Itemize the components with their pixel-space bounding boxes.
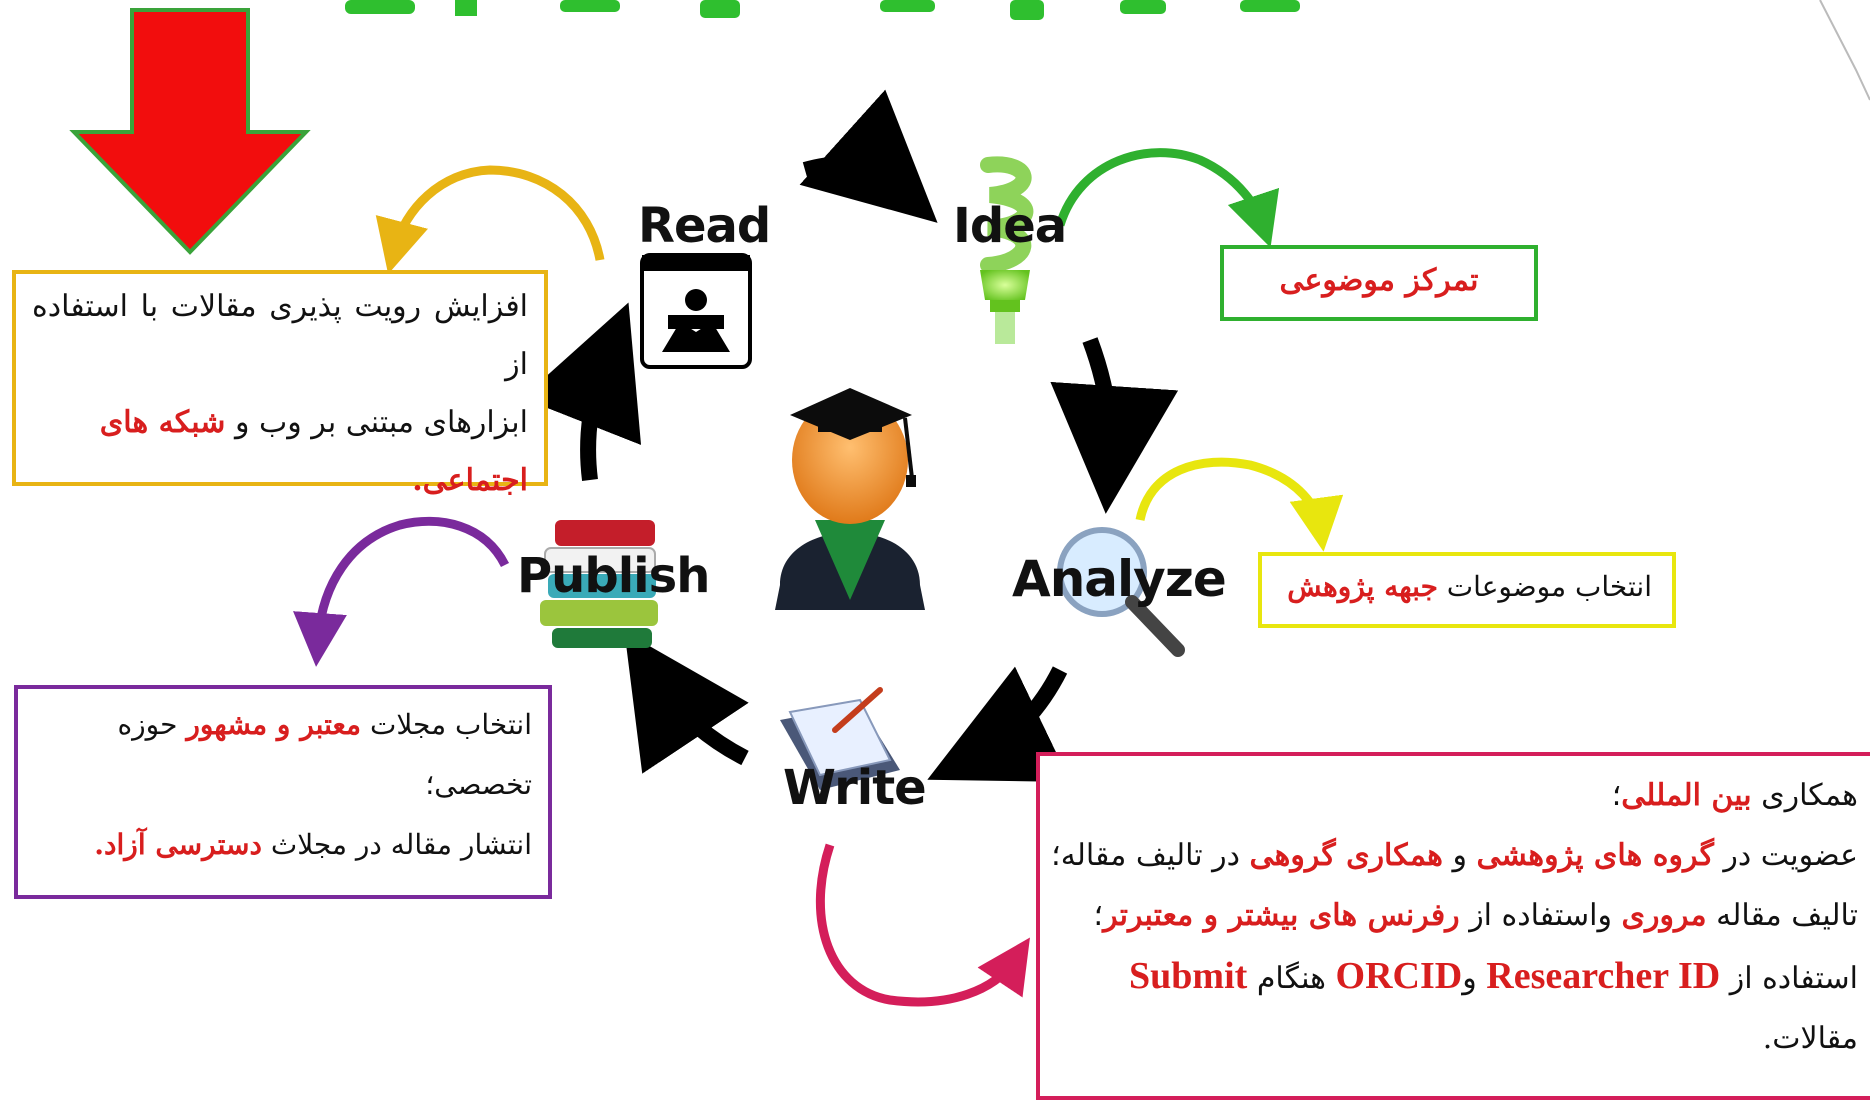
write-line-4-e: هنگام: [1247, 961, 1336, 996]
write-line-4-c: و: [1462, 961, 1487, 996]
phase-label-read: Read: [638, 198, 771, 254]
write-line-2-a: عضویت در: [1713, 838, 1858, 873]
write-box-line-5: مقالات.: [1762, 1021, 1858, 1056]
slide-corner-line: [1819, 0, 1870, 101]
read-box-line-3: اجتماعی.: [32, 452, 528, 510]
write-box-line-3: تالیف مقاله مروری واستفاده از رفرنس های …: [1050, 886, 1858, 946]
red-down-arrow: [69, 8, 311, 255]
phase-label-publish: Publish: [517, 548, 710, 604]
write-box-line-1: همکاری بین المللی؛: [1050, 766, 1858, 826]
purple-arrow-to-publish-box: [293, 516, 510, 667]
topics-prefix: انتخاب موضوعات: [1437, 570, 1652, 603]
topics-box: انتخاب موضوعات جبهه پژوهش: [1258, 552, 1676, 628]
write-line-2-c: و: [1442, 838, 1477, 873]
write-line-3-highlight-2: رفرنس های بیشتر و معتبرتر: [1103, 898, 1460, 933]
publish-box-line-3: انتشار مقاله در مجلاث دسترسی آزاد.: [34, 815, 532, 875]
phase-label-idea: Idea: [953, 198, 1067, 254]
graduate-icon: [775, 388, 925, 610]
write-line-1-a: همکاری: [1751, 778, 1858, 813]
cycle-arrow-idea-to-analyze: [1050, 337, 1179, 514]
read-box-line-2: ابزارهای مبتنی بر وب و شبکه های: [32, 394, 528, 452]
write-line-1-highlight: بین المللی: [1621, 778, 1752, 813]
write-line-3-c: واستفاده از: [1459, 898, 1622, 933]
cycle-arrow-read-to-idea: [799, 89, 938, 223]
write-line-4-orcid: ORCID: [1335, 955, 1463, 997]
publish-line-3-a: انتشار مقاله در مجلاث: [261, 828, 532, 861]
write-line-4-submit: Submit: [1129, 955, 1248, 997]
gold-arrow-to-read-box: [375, 165, 605, 275]
cycle-arrow-analyze-to-write: [927, 666, 1071, 782]
publish-line-1-a: انتخاب مجلات: [361, 708, 532, 741]
publish-box-line-1: انتخاب مجلات معتبر و مشهور حوزه: [34, 695, 532, 755]
read-box-line-2-text: ابزارهای مبتنی بر وب و: [225, 405, 528, 440]
write-line-4-researcher-id: Researcher ID: [1486, 955, 1721, 997]
publish-line-1-highlight: معتبر و مشهور: [186, 708, 362, 741]
phase-label-write: Write: [783, 760, 927, 816]
publish-journals-box: انتخاب مجلات معتبر و مشهور حوزه تخصصی؛ ا…: [14, 685, 552, 899]
phase-label-analyze: Analyze: [1012, 550, 1227, 608]
write-line-2-highlight-1: گروه های پژوهشی: [1476, 838, 1714, 873]
write-line-3-a: تالیف مقاله: [1706, 898, 1858, 933]
write-line-2-highlight-2: همکاری گروهی: [1249, 838, 1443, 873]
write-box-line-2: عضویت در گروه های پژوهشی و همکاری گروهی …: [1050, 826, 1858, 886]
write-box-line-4: استفاده از Researcher ID وORCID هنگام Su…: [1050, 946, 1858, 1009]
cycle-arrow-publish-to-read: [521, 302, 642, 481]
write-line-3-e: ؛: [1093, 898, 1104, 933]
read-box-line-1: افزایش رویت پذیری مقالات با استفاده از: [32, 289, 528, 382]
magnifier-icon: [1057, 527, 1185, 657]
read-person-icon: [640, 253, 752, 369]
publish-line-1-c: حوزه: [117, 708, 187, 741]
write-line-1-c: ؛: [1611, 778, 1622, 813]
books-icon: [540, 520, 658, 648]
read-visibility-box: افزایش رویت پذیری مقالات با استفاده از ا…: [12, 270, 548, 498]
crimson-arrow-to-write-box: [815, 843, 1030, 1007]
yellow-arrow-to-topics: [1135, 457, 1344, 552]
write-line-3-highlight-1: مروری: [1621, 898, 1707, 933]
title-fragment: [345, 0, 1300, 20]
write-line-4-a: استفاده از: [1720, 961, 1858, 996]
notebook-icon: [780, 687, 900, 790]
green-arrow-to-focus: [1055, 148, 1280, 248]
write-line-2-e: در تالیف مقاله؛: [1051, 838, 1250, 873]
focus-box: تمرکز موضوعی: [1220, 245, 1538, 321]
topics-highlight: جبهه پژوهش: [1287, 570, 1438, 603]
cycle-arrow-write-to-publish: [624, 631, 749, 774]
read-box-line-2-highlight: شبکه های: [99, 405, 226, 440]
read-box-line-3-highlight: اجتماعی.: [412, 463, 528, 498]
publish-box-line-2: تخصصی؛: [425, 768, 532, 801]
publish-line-3-highlight: دسترسی آزاد.: [94, 828, 262, 861]
write-collaboration-box: همکاری بین المللی؛ عضویت در گروه های پژو…: [1036, 752, 1870, 1100]
lightbulb-icon: [980, 156, 1034, 344]
focus-text: تمرکز موضوعی: [1279, 263, 1479, 298]
